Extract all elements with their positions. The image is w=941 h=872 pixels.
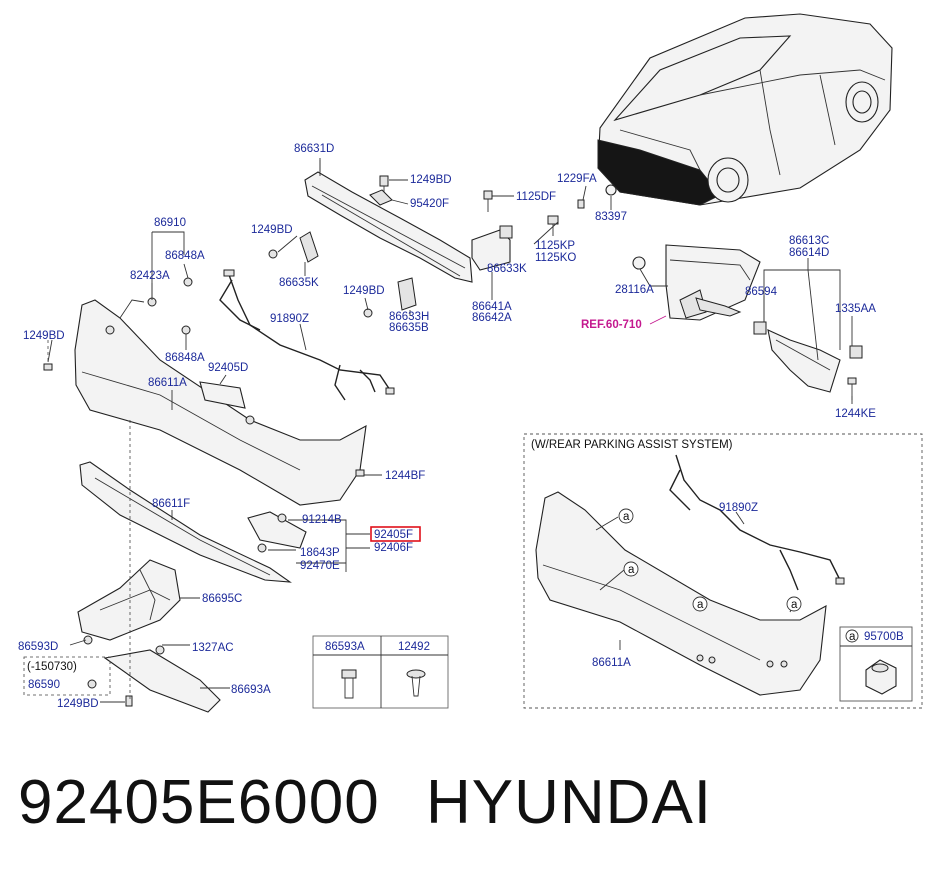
inset-label-95700B: 95700B xyxy=(864,631,904,643)
label-1125DF: 1125DF xyxy=(516,191,556,203)
label-1244KE: 1244KE xyxy=(835,408,876,420)
label-86611F: 86611F xyxy=(152,498,190,510)
inset-frame xyxy=(523,433,923,709)
reflector-92405F xyxy=(247,511,307,553)
label-86693A: 86693A xyxy=(231,684,271,696)
label-86594: 86594 xyxy=(745,286,778,298)
label-1335AA: 1335AA xyxy=(835,303,876,315)
date-note-frame xyxy=(23,656,111,696)
top-fasteners xyxy=(268,175,617,318)
ref-60-710: REF.60-710 xyxy=(581,319,642,331)
label-18643P: 18643P xyxy=(300,547,340,559)
callout-a-4: a xyxy=(791,599,798,611)
leader-lines-left xyxy=(47,231,382,703)
label-92405D: 92405D xyxy=(208,362,248,374)
under-cover xyxy=(77,559,181,641)
screw-12492-icon xyxy=(406,669,426,697)
callout-a-2: a xyxy=(628,564,635,576)
label-150730: (-150730) xyxy=(27,661,77,673)
label-1249BD-d: 1249BD xyxy=(23,330,65,342)
label-1327AC: 1327AC xyxy=(192,642,234,654)
label-1229FA: 1229FA xyxy=(557,173,597,185)
label-28116A: 28116A xyxy=(615,284,654,296)
wiring-harness xyxy=(219,269,395,401)
label-1125KO: 1125KO xyxy=(535,252,576,264)
label-86641A: 86641A xyxy=(472,301,512,313)
label-86613C: 86613C xyxy=(789,235,829,247)
highlight-box-92405F xyxy=(370,526,421,542)
label-82423A: 82423A xyxy=(130,270,170,282)
label-95420F: 95420F xyxy=(410,198,449,210)
label-86910: 86910 xyxy=(154,217,186,229)
inset-harness xyxy=(669,454,845,591)
caption-part-number: 92405E6000 xyxy=(18,768,380,837)
label-86611A: 86611A xyxy=(148,377,187,389)
label-1249BD-c: 1249BD xyxy=(343,285,385,297)
label-1125KP: 1125KP xyxy=(535,240,575,252)
label-86633K: 86633K xyxy=(487,263,527,275)
label-1249BD-a: 1249BD xyxy=(410,174,452,186)
label-1244BF: 1244BF xyxy=(385,470,425,482)
label-86642A: 86642A xyxy=(472,312,512,324)
label-1249BD-e: 1249BD xyxy=(57,698,99,710)
caption-brand: HYUNDAI xyxy=(426,768,712,837)
part-labels: 86631D 1249BD 95420F 1125DF 1229FA 83397… xyxy=(18,143,904,710)
callout-a-1: a xyxy=(623,511,630,523)
label-91890Z: 91890Z xyxy=(270,313,309,325)
label-86635K: 86635K xyxy=(279,277,319,289)
label-86631D: 86631D xyxy=(294,143,334,155)
inset-label-91890Z: 91890Z xyxy=(719,502,758,514)
callout-a-3: a xyxy=(697,599,704,611)
parking-sensor-icon xyxy=(865,659,897,695)
label-86848A-a: 86848A xyxy=(165,250,205,262)
label-86695C: 86695C xyxy=(202,593,242,605)
label-91214B: 91214B xyxy=(302,514,342,526)
inset-callout-circles xyxy=(618,508,802,612)
label-83397: 83397 xyxy=(595,211,627,223)
side-bracket xyxy=(753,321,863,400)
label-86848A-b: 86848A xyxy=(165,352,205,364)
inset-label-86611A: 86611A xyxy=(592,657,631,669)
label-1249BD-b: 1249BD xyxy=(251,224,293,236)
inset-bumper xyxy=(535,491,827,696)
caption: 92405E6000 HYUNDAI xyxy=(18,768,712,837)
leader-lines-top xyxy=(277,158,612,316)
label-86590: 86590 xyxy=(28,679,60,691)
fastener-table xyxy=(312,635,449,709)
label-86635B: 86635B xyxy=(389,322,429,334)
table-header-86593A: 86593A xyxy=(325,641,365,653)
label-86593D: 86593D xyxy=(18,641,58,653)
label-86614D: 86614D xyxy=(789,247,829,259)
table-header-12492: 12492 xyxy=(398,641,430,653)
label-92405F: 92405F xyxy=(374,529,413,541)
car-illustration xyxy=(597,13,893,206)
label-92470E: 92470E xyxy=(300,560,340,572)
label-86633H: 86633H xyxy=(389,311,429,323)
lamp-92405D xyxy=(199,381,246,409)
clip-86593A-icon xyxy=(341,669,357,699)
lower-bracket xyxy=(103,645,221,713)
inset-title: (W/REAR PARKING ASSIST SYSTEM) xyxy=(531,439,733,451)
label-92406F: 92406F xyxy=(374,542,413,554)
callout-a-5: a xyxy=(849,631,856,643)
leader-lines-right xyxy=(763,258,853,404)
tail-lamp-ref xyxy=(632,244,761,325)
